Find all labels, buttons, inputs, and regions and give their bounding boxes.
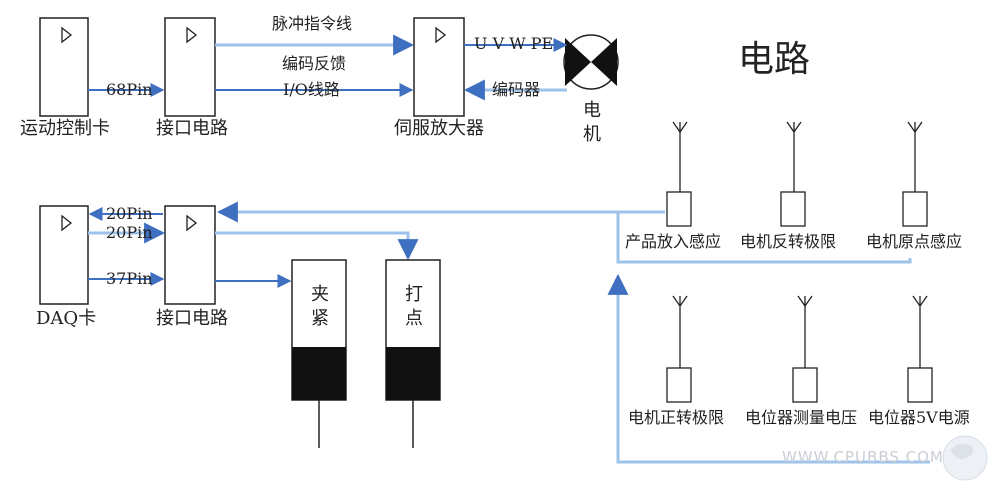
daq-card-label: DAQ卡 — [36, 308, 97, 329]
clamp-cylinder — [291, 259, 347, 448]
interface-top-label: 接口电路 — [156, 118, 228, 139]
pin20a-label: 20Pin — [106, 204, 153, 223]
pin20b-label: 20Pin — [106, 223, 153, 242]
sensor-product-in — [666, 121, 692, 227]
sensor-bus-bottom — [607, 273, 930, 464]
mark-cylinder-label: 打点 — [402, 284, 423, 332]
io-line-label: I/O线路 — [283, 80, 340, 99]
interface-circuit-bottom-block — [164, 205, 216, 305]
watermark-globe-icon — [942, 435, 988, 481]
interface-circuit-top-block — [164, 17, 216, 117]
pin68-label: 68Pin — [106, 80, 153, 99]
mark-cylinder-line — [215, 231, 419, 261]
daq-card-block — [39, 205, 89, 305]
sensor-motor-origin — [902, 121, 928, 227]
diagram-title: 电路 — [738, 39, 811, 80]
interface-bottom-label: 接口电路 — [156, 308, 228, 329]
pin37-label: 37Pin — [106, 269, 153, 288]
clamp-cylinder-label: 夹紧 — [308, 284, 329, 332]
encoder-fb-label: 编码反馈 — [282, 54, 347, 73]
encoder-label: 编码器 — [492, 80, 541, 99]
sensor-top-label-2: 电机反转极限 — [740, 232, 837, 251]
sensor-motor-reverse-limit — [780, 121, 806, 227]
sensor-bottom-label-2: 电位器测量电压 — [745, 408, 858, 427]
sensor-motor-forward-limit — [666, 295, 692, 403]
servo-amp-label: 伺服放大器 — [394, 118, 484, 139]
mark-cylinder — [385, 259, 441, 448]
servo-amplifier-block — [413, 17, 465, 117]
sensor-pot-voltage — [792, 295, 818, 403]
motor-symbol — [563, 34, 619, 90]
motor-label: 电机 — [580, 100, 601, 148]
sensor-top-label-3: 电机原点感应 — [866, 232, 963, 251]
sensor-bottom-label-3: 电位器5V电源 — [868, 408, 970, 427]
sensor-bottom-label-1: 电机正转极限 — [628, 408, 725, 427]
sensor-pot-5v — [907, 295, 933, 403]
uvwpe-label: U V W PE — [474, 34, 554, 53]
motion-control-card-block — [39, 17, 89, 117]
sensor-top-label-1: 产品放入感应 — [625, 232, 722, 251]
motion-card-label: 运动控制卡 — [20, 118, 110, 139]
pulse-cmd-label: 脉冲指令线 — [272, 14, 353, 33]
sensor-bus-top — [616, 212, 912, 264]
watermark-text: WWW.CPUBBS.COM — [782, 448, 944, 466]
